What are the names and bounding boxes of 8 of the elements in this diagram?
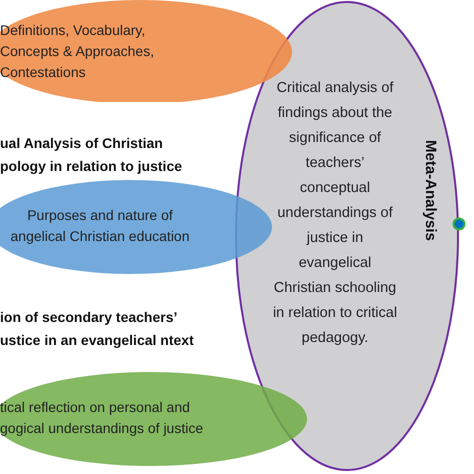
ellipse-text: Purposes and nature of angelical Christian education <box>10 206 190 246</box>
ellipse-text: Definitions, Vocabulary, Concepts & Approaches, Contestations <box>0 21 156 82</box>
vertical-title: Meta-Analysis <box>421 140 440 243</box>
ellipse-shape <box>234 0 460 472</box>
ellipse-text: tical reflection on personal and gogical understandings of justice <box>0 398 204 438</box>
section-heading: ual Analysis of Christian pology in relation to justice <box>0 134 184 176</box>
section-heading: ion of secondary teachers’ ustice in an evangelical ntext <box>0 308 195 350</box>
ellipse-text: Critical analysis of findings about the significance of teachers’ conceptual understandings of justice in evangelical Christian schooling in relation to critical pedagogy. <box>272 79 398 348</box>
